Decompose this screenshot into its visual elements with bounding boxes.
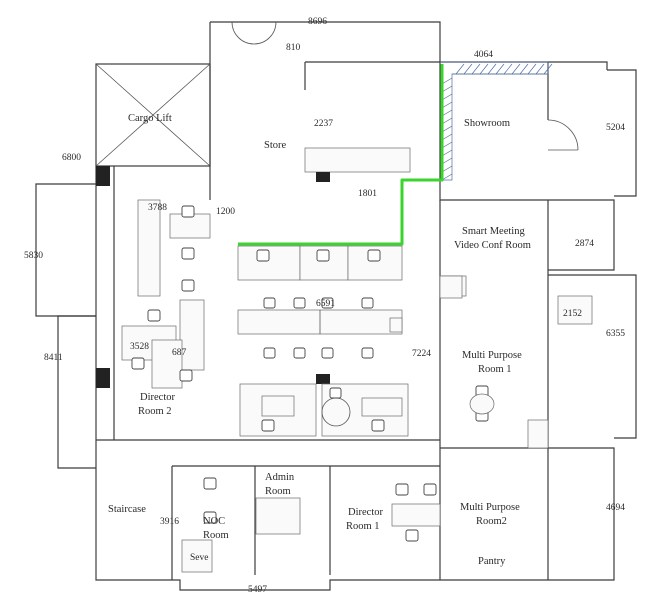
room-label-video-conf: Video Conf Room <box>454 240 531 251</box>
column <box>316 172 330 182</box>
room-label-staircase: Staircase <box>108 504 146 515</box>
room-label-smart-meeting: Smart Meeting <box>462 226 525 237</box>
room-labels: Cargo Lift Store Showroom Smart Meeting … <box>108 113 531 567</box>
dim-3528: 3528 <box>130 342 149 352</box>
dim-4064: 4064 <box>474 50 493 60</box>
dim-810: 810 <box>286 43 301 53</box>
highlight-route <box>238 64 444 246</box>
column <box>316 374 330 384</box>
dim-4694: 4694 <box>606 503 625 513</box>
dimension-labels: 8696 810 4064 5204 2237 6800 1801 3788 1… <box>24 17 625 595</box>
walls <box>35 21 637 591</box>
room-furniture <box>181 275 593 573</box>
chairs <box>131 205 489 542</box>
dim-2874: 2874 <box>575 239 594 249</box>
dim-2237: 2237 <box>314 119 333 129</box>
dim-5830: 5830 <box>24 251 43 261</box>
dim-8411: 8411 <box>44 353 63 363</box>
dim-8696: 8696 <box>308 17 327 27</box>
room-label-serve: Seve <box>190 553 208 563</box>
room-label-admin: Admin <box>265 472 295 483</box>
room-label-noc: NOC <box>203 516 225 527</box>
room-label-showroom: Showroom <box>464 118 510 129</box>
dim-1801: 1801 <box>358 189 377 199</box>
dim-5204: 5204 <box>606 123 625 133</box>
dim-6355: 6355 <box>606 329 625 339</box>
room-label-noc-room: Room <box>203 530 229 541</box>
dim-687: 687 <box>172 348 187 358</box>
column <box>96 368 110 388</box>
room-label-mp1-num: Room 1 <box>478 364 512 375</box>
workstations <box>121 245 549 449</box>
dim-7224: 7224 <box>412 349 431 359</box>
dim-6800: 6800 <box>62 153 81 163</box>
room-label-director2: Director <box>140 392 175 403</box>
dim-3916: 3916 <box>160 517 179 527</box>
column <box>96 166 110 186</box>
showroom-hatch <box>440 61 553 181</box>
room-label-cargo-lift: Cargo Lift <box>128 113 172 124</box>
room-label-pantry: Pantry <box>478 556 506 567</box>
room-label-admin-room: Room <box>265 486 291 497</box>
dim-2152: 2152 <box>563 309 582 319</box>
room-label-store: Store <box>264 140 287 151</box>
dim-5497: 5497 <box>248 585 267 595</box>
room-label-director1-num: Room 1 <box>346 521 380 532</box>
dim-1200: 1200 <box>216 207 235 217</box>
room-label-director2-num: Room 2 <box>138 406 172 417</box>
room-label-mp1: Multi Purpose <box>462 350 522 361</box>
room-label-mp2-num: Room2 <box>476 516 507 527</box>
room-label-director1: Director <box>348 507 383 518</box>
dim-3788: 3788 <box>148 203 167 213</box>
room-label-mp2: Multi Purpose <box>460 502 520 513</box>
dim-6591: 6591 <box>316 299 335 309</box>
